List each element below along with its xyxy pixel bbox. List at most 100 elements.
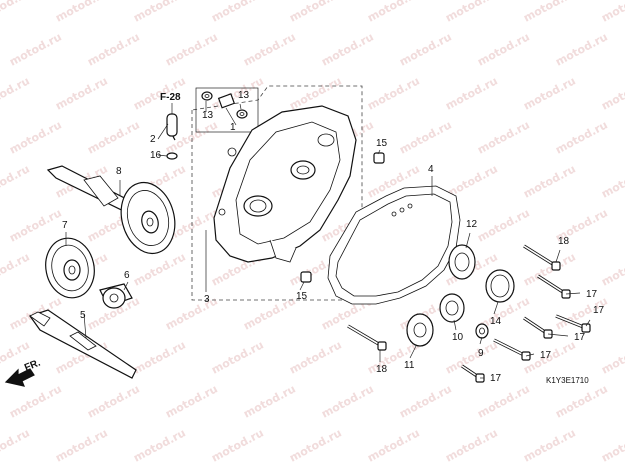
bolt-head	[377, 341, 387, 351]
watermark-text: motod.ru	[7, 382, 64, 420]
callout-2: 2	[150, 134, 156, 145]
leader-line	[525, 353, 535, 357]
callout-15: 15	[296, 291, 308, 302]
bolt-shank-inner	[555, 315, 587, 329]
watermark-text: motod.ru	[131, 250, 188, 288]
watermark-text: motod.ru	[163, 30, 220, 68]
watermark-text: motod.ru	[521, 426, 578, 464]
callout-13: 13	[238, 90, 250, 101]
watermark-text: motod.ru	[599, 338, 625, 376]
watermark-text: motod.ru	[0, 250, 32, 288]
watermark-text: motod.ru	[53, 0, 110, 25]
leader-line	[409, 345, 417, 359]
bearing-11	[406, 313, 434, 347]
watermark-text: motod.ru	[131, 426, 188, 464]
watermark-text: motod.ru	[163, 382, 220, 420]
case-gasket-4	[327, 185, 461, 305]
watermark-text: motod.ru	[397, 118, 454, 156]
callout-layer: 1234567891011121313141515161717171717181…	[62, 90, 605, 384]
callout-17: 17	[586, 289, 598, 300]
bolt-shank-inner	[347, 325, 383, 347]
callout-7: 7	[62, 220, 68, 231]
callout-17: 17	[574, 332, 586, 343]
watermark-text: motod.ru	[365, 74, 422, 112]
transmission-case-3	[213, 105, 357, 263]
watermark-text: motod.ru	[7, 30, 64, 68]
watermark-text: motod.ru	[365, 0, 422, 25]
watermark-text: motod.ru	[241, 382, 298, 420]
watermark-text: motod.ru	[53, 74, 110, 112]
diagram-code: K1Y3E1710	[546, 376, 589, 385]
watermark-text: motod.ru	[287, 0, 344, 25]
watermark-text: motod.ru	[599, 74, 625, 112]
watermark-text: motod.ru	[319, 382, 376, 420]
callout-11: 11	[404, 360, 415, 371]
watermark-text: motod.ru	[209, 426, 266, 464]
callout-13: 13	[202, 110, 214, 121]
clip-16	[166, 152, 178, 160]
watermark-text: motod.ru	[241, 30, 298, 68]
bolt-group	[347, 244, 591, 383]
leader-lines	[65, 101, 591, 379]
callout-17: 17	[490, 373, 502, 384]
dowel-pin-15-top	[373, 152, 385, 164]
final-shaft-8	[46, 165, 176, 255]
bearing-10	[439, 293, 465, 323]
leader-line	[453, 319, 457, 331]
leader-line	[493, 301, 499, 315]
leader-line	[123, 281, 129, 291]
watermark-text: motod.ru	[443, 0, 500, 25]
leader-line	[239, 103, 242, 110]
seal-inset-box	[195, 87, 259, 133]
leader-line	[479, 336, 483, 345]
front-direction-arrow	[4, 368, 35, 387]
watermark-text: motod.ru	[7, 118, 64, 156]
watermark-text: motod.ru	[521, 0, 578, 25]
countershaft-gear-7	[45, 237, 95, 299]
watermark-text: motod.ru	[521, 74, 578, 112]
bolt-head	[551, 261, 561, 271]
dowel-pin-15-bottom	[300, 271, 312, 283]
watermark-text: motod.ru	[475, 118, 532, 156]
callout-10: 10	[452, 332, 464, 343]
watermark-text: motod.ru	[131, 338, 188, 376]
callout-17: 17	[593, 305, 605, 316]
watermark-text: motod.ru	[443, 74, 500, 112]
drive-shaft-5	[29, 309, 137, 379]
dowel-collar-1	[217, 93, 236, 109]
breather-tube-body	[166, 113, 178, 137]
watermark-text: motod.ru	[521, 162, 578, 200]
leader-line	[555, 249, 561, 263]
callout-6: 6	[124, 270, 130, 281]
bolt-shank-inner	[537, 275, 567, 295]
callout-5: 5	[80, 310, 86, 321]
watermark-text: motod.ru	[287, 338, 344, 376]
bolt-shank-inner	[493, 339, 527, 357]
callout-12: 12	[466, 219, 478, 230]
watermark-text: motod.ru	[475, 206, 532, 244]
callout-9: 9	[478, 348, 484, 359]
leader-line	[157, 154, 168, 157]
leader-line	[377, 149, 381, 155]
watermark-text: motod.ru	[53, 426, 110, 464]
leader-line	[225, 107, 237, 126]
callout-18: 18	[558, 236, 570, 247]
leader-line	[83, 313, 87, 339]
watermark-text: motod.ru	[131, 0, 188, 25]
watermark-text: motod.ru	[553, 382, 610, 420]
callout-8: 8	[116, 166, 122, 177]
leader-line	[547, 333, 569, 337]
callout-18: 18	[376, 364, 388, 375]
watermark-text: motod.ru	[85, 382, 142, 420]
oil-seal-14	[485, 269, 515, 303]
watermark-text: motod.ru	[475, 30, 532, 68]
watermark-text: motod.ru	[0, 0, 32, 25]
callout-15: 15	[376, 138, 388, 149]
watermark-text: motod.ru	[397, 30, 454, 68]
callout-14: 14	[490, 316, 502, 327]
watermark-text: motod.ru	[319, 30, 376, 68]
watermark-text: motod.ru	[599, 0, 625, 25]
watermark-text: motod.ru	[553, 118, 610, 156]
watermark-text: motod.ru	[209, 0, 266, 25]
